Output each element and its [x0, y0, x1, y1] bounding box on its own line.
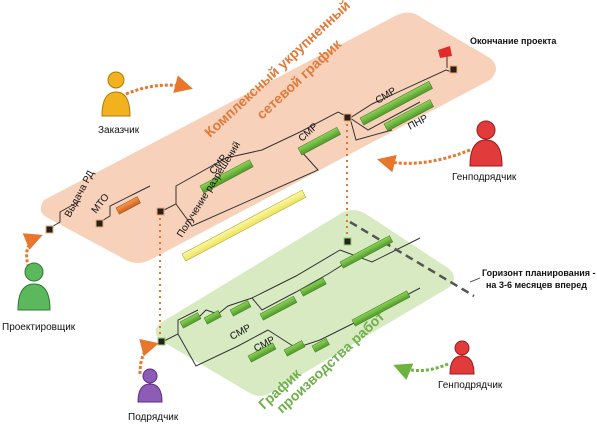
bar-b2 [203, 310, 222, 325]
designer-figure-icon [17, 262, 51, 311]
bar-b1 [179, 312, 202, 329]
bar-b3 [229, 300, 252, 317]
bar-pnr [383, 99, 435, 132]
bar-mto [115, 196, 141, 215]
milestone-end-label: Окончание проекта [470, 36, 557, 46]
gencontractor-bottom-label: Генподрядчик [438, 380, 503, 391]
bar-b9 [311, 338, 330, 353]
bar-b6 [339, 235, 394, 269]
gencontractor-top-figure-icon [469, 120, 503, 167]
arrow-gencontractor-top [377, 148, 471, 173]
arrow-subcontractor [138, 338, 159, 375]
top-network [49, 69, 453, 229]
top-nodes [45, 65, 458, 234]
horizon-label-2: на 3-6 месяцев вперед [486, 280, 587, 290]
arrow-customer [125, 75, 193, 96]
bar-smr-1 [199, 159, 254, 194]
bar-b10 [351, 290, 411, 327]
bar-smr-2 [297, 127, 341, 156]
arrow-gencontractor-bottom [393, 362, 449, 381]
bottom-plane [155, 210, 455, 396]
top-plane [40, 12, 497, 264]
gencontractor-top-label: Генподрядчик [452, 172, 517, 183]
bar-b4 [259, 295, 298, 321]
gencontractor-bottom-figure-icon [449, 340, 475, 375]
horizon-line [349, 220, 475, 298]
customer-label: Заказчик [98, 125, 140, 136]
bar-b5 [299, 277, 327, 297]
subcontractor-label: Подрядчик [128, 412, 179, 423]
bar-b8 [283, 340, 306, 357]
designer-label: Проектировщик [2, 322, 76, 333]
bar-permits [181, 189, 307, 262]
bar-b7 [247, 342, 277, 363]
customer-figure-icon [101, 71, 131, 117]
bar-smr-3 [359, 81, 433, 126]
subcontractor-figure-icon [137, 368, 163, 403]
horizon-pointer [469, 277, 481, 283]
flag-icon [438, 46, 452, 68]
horizon-label-1: Горизонт планирования - [482, 268, 596, 278]
